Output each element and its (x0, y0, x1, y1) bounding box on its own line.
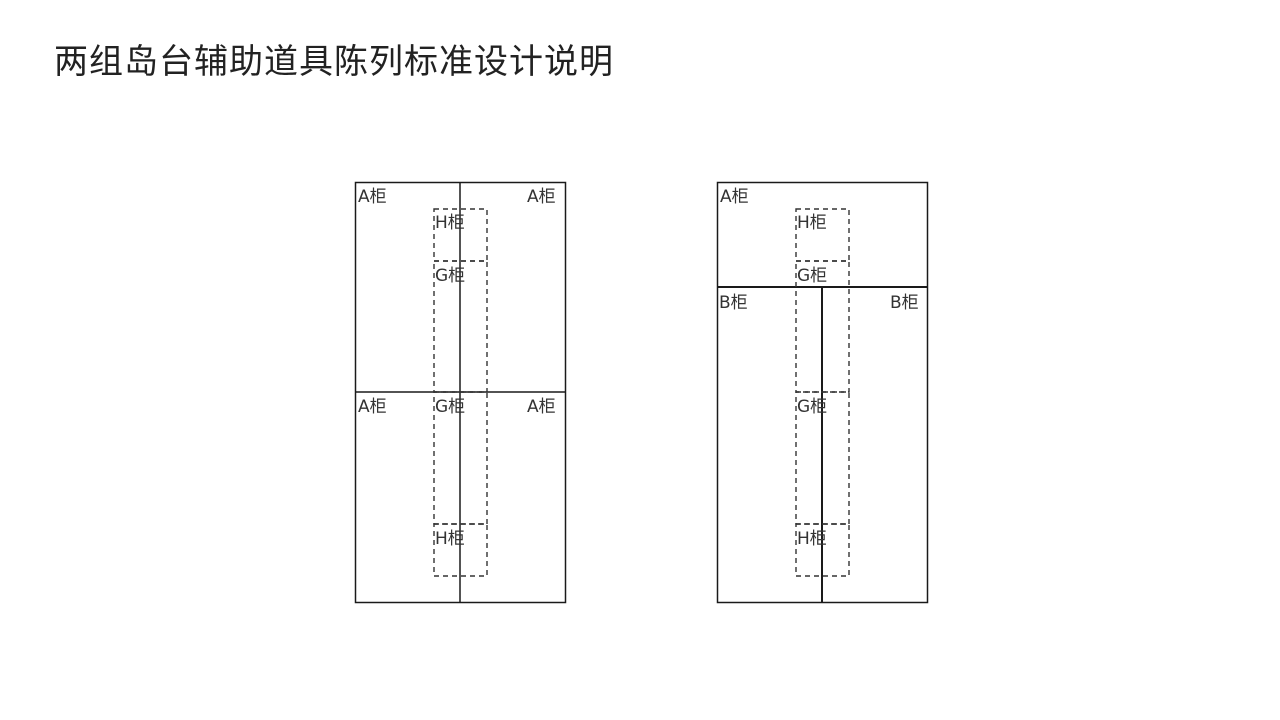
right-right-b-label: B柜 (890, 293, 919, 313)
right-left-b-label: B柜 (719, 293, 748, 313)
right-mid-g-cabinet (795, 391, 850, 525)
right-mid-g-label: G柜 (797, 397, 827, 417)
left-bottom-right-a-label: A柜 (527, 397, 556, 417)
right-top-h-label: H柜 (797, 213, 827, 233)
left-bottom-g-label: G柜 (435, 397, 465, 417)
right-island-layout: A柜 H柜 G柜 B柜 B柜 G柜 H柜 (716, 181, 929, 604)
left-island-layout: A柜 A柜 H柜 G柜 A柜 G柜 A柜 H柜 (354, 181, 567, 604)
right-bottom-h-label: H柜 (797, 529, 827, 549)
right-top-h-cabinet (795, 208, 850, 262)
left-top-g-cabinet (433, 260, 488, 393)
right-top-g-label: G柜 (797, 266, 827, 286)
left-top-h-label: H柜 (435, 213, 465, 233)
left-top-g-label: G柜 (435, 266, 465, 286)
left-bottom-g-cabinet (433, 391, 488, 525)
right-bottom-h-cabinet (795, 523, 850, 577)
left-bottom-h-label: H柜 (435, 529, 465, 549)
left-bottom-h-cabinet (433, 523, 488, 577)
left-top-left-a-label: A柜 (358, 187, 387, 207)
right-top-a-label: A柜 (720, 187, 749, 207)
left-bottom-left-a-label: A柜 (358, 397, 387, 417)
page-title: 两组岛台辅助道具陈列标准设计说明 (54, 42, 614, 82)
right-top-g-cabinet (795, 260, 850, 393)
left-top-h-cabinet (433, 208, 488, 262)
left-top-right-a-label: A柜 (527, 187, 556, 207)
